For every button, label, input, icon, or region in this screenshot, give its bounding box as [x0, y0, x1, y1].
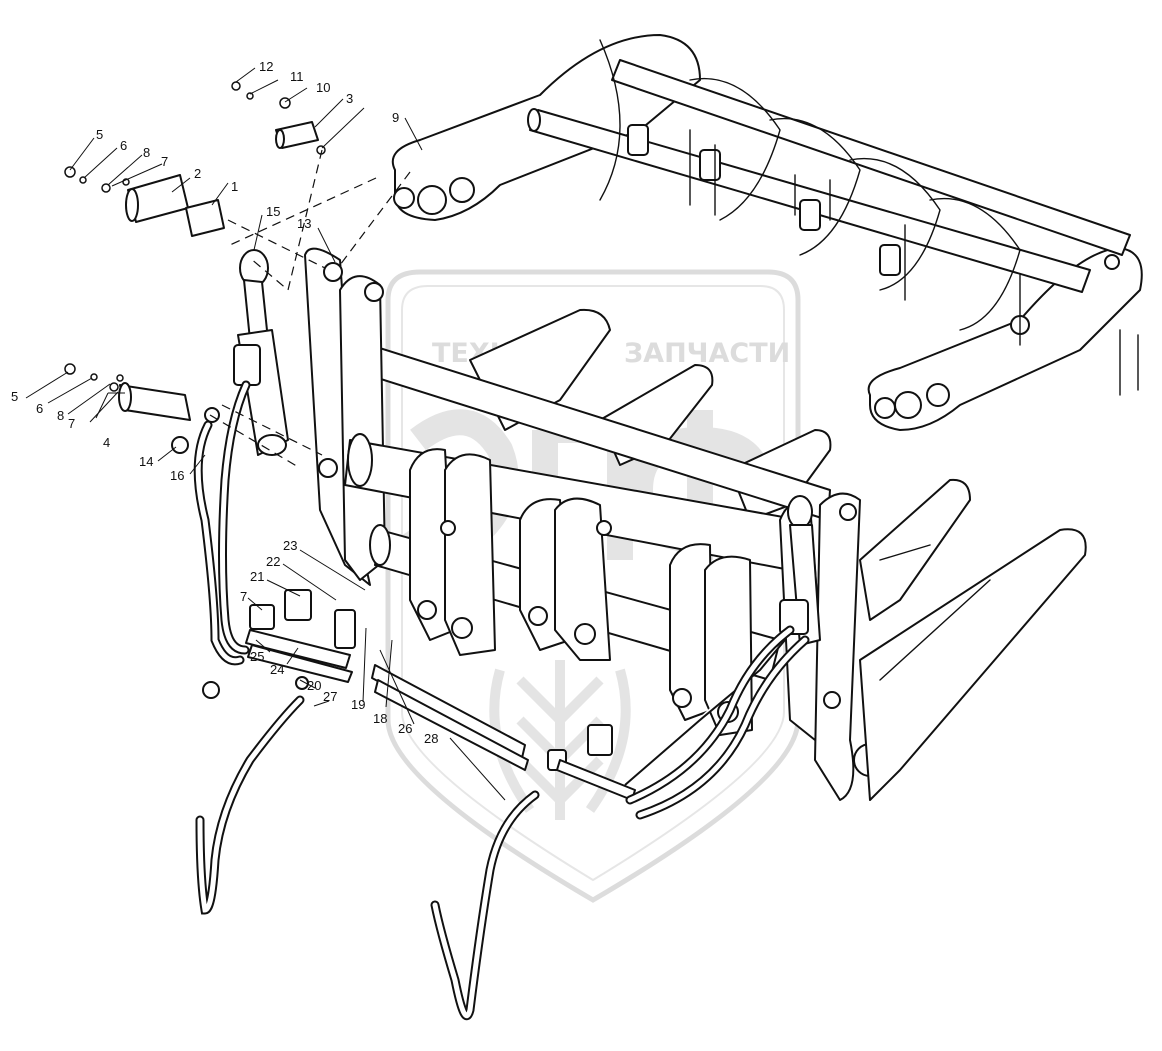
callout-5b: 5: [11, 389, 18, 404]
callout-5: 5: [96, 127, 103, 142]
assembly-dashed-lines: [209, 149, 411, 469]
callout-8: 8: [143, 145, 150, 160]
callout-10: 10: [316, 80, 330, 95]
callout-7c: 7: [240, 589, 247, 604]
callout-28: 28: [424, 731, 438, 746]
callout-15: 15: [266, 204, 280, 219]
callout-7b: 7: [68, 416, 75, 431]
callout-22: 22: [266, 554, 280, 569]
callout-4: 4: [103, 435, 110, 450]
callout-24: 24: [270, 662, 284, 677]
callout-13: 13: [297, 216, 311, 231]
callout-14: 14: [139, 454, 153, 469]
grapple-top-frame: [391, 34, 1143, 431]
callout-26: 26: [398, 721, 412, 736]
callout-27: 27: [323, 689, 337, 704]
callout-9: 9: [392, 110, 399, 125]
callout-leaders: [25, 67, 506, 801]
callout-6b: 6: [36, 401, 43, 416]
callout-7: 7: [161, 154, 168, 169]
callout-3: 3: [346, 91, 353, 106]
callout-1: 1: [231, 179, 238, 194]
callout-18: 18: [373, 711, 387, 726]
callout-20: 20: [307, 678, 321, 693]
callout-2: 2: [194, 166, 201, 181]
pin-assemblies: [64, 81, 326, 454]
watermark-wheat: [489, 660, 631, 820]
callout-21: 21: [250, 569, 264, 584]
hydraulic-cylinder-right: [779, 495, 821, 646]
fork-carriage: [304, 247, 1087, 801]
hydraulic-hoses: [193, 380, 810, 1021]
callout-25: 25: [250, 649, 264, 664]
callout-16: 16: [170, 468, 184, 483]
callout-8b: 8: [57, 408, 64, 423]
callout-numbers: 1 2 3 4 5 6 7 8 9 10 11 12 13 14 15 16 5…: [11, 59, 438, 746]
callout-23: 23: [283, 538, 297, 553]
callout-12: 12: [259, 59, 273, 74]
callout-11: 11: [290, 69, 304, 84]
hydraulic-cylinder-left: [233, 249, 289, 456]
callout-6: 6: [120, 138, 127, 153]
callout-19: 19: [351, 697, 365, 712]
watermark-right-word: ЗАПЧАСТИ: [624, 338, 790, 369]
